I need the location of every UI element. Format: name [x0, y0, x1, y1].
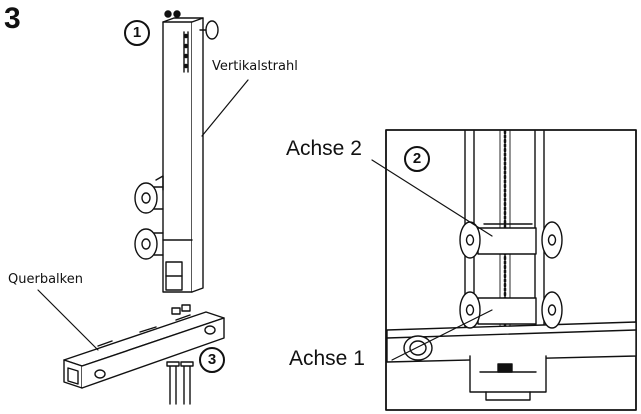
label-axle-2: Achse 2 [286, 137, 362, 160]
leader-axle-2 [371, 159, 493, 237]
step-number: 3 [4, 2, 21, 35]
marker-2: 2 [404, 146, 430, 172]
leader-axle-1 [391, 309, 493, 361]
vertical-beam-drawing [134, 10, 219, 293]
marker-1: 1 [124, 20, 150, 46]
label-vertical-beam: Vertikalstrahl [212, 59, 298, 74]
wheel-upper [134, 182, 164, 214]
label-cross-beam: Querbalken [8, 272, 83, 287]
cross-beam-drawing [63, 304, 225, 389]
roller-upper [459, 221, 563, 259]
bolts-drawing [166, 361, 194, 405]
marker-3: 3 [199, 347, 225, 373]
detail-inset [385, 129, 637, 411]
leader-cross-beam [37, 289, 99, 351]
wheel-lower [134, 228, 164, 260]
leader-vertical-beam [201, 79, 249, 137]
label-axle-1: Achse 1 [289, 347, 365, 370]
roller-lower [459, 291, 563, 329]
